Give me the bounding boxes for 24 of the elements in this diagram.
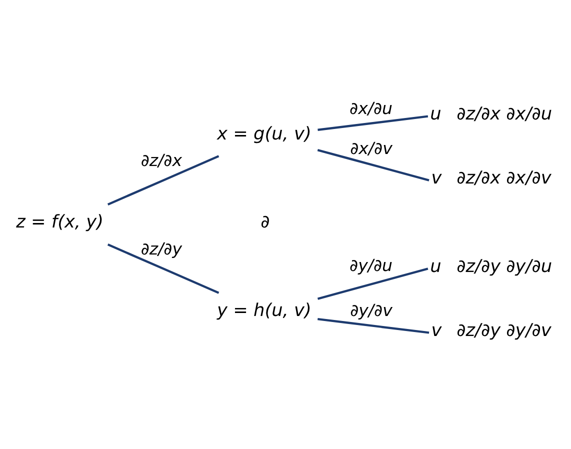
connector — [318, 318, 430, 334]
connector — [317, 268, 428, 300]
node-text: z = f(x, y) — [16, 212, 104, 233]
edge-label: ∂x/∂v — [350, 138, 392, 158]
edge-label: ∂y/∂v — [350, 301, 392, 320]
node-label: ∂z/∂y ∂y/∂u — [456, 256, 552, 277]
node-text: y = h(u, v) — [217, 300, 312, 321]
edge-label: ∂z/∂y — [140, 239, 182, 258]
node-label: ∂z/∂x ∂x/∂v — [456, 168, 552, 188]
node-label: ∂z/∂y ∂y/∂v — [456, 320, 552, 341]
label: ∂ — [260, 212, 270, 233]
node-label: ∂z/∂x ∂x/∂u — [456, 104, 552, 124]
connector — [107, 155, 220, 206]
edge-label: ∂x/∂u — [350, 99, 393, 118]
edge-label: ∂z/∂x — [140, 150, 182, 170]
connector — [317, 148, 430, 182]
node-text: u — [430, 256, 442, 277]
node-text: v — [431, 320, 442, 341]
node-text: x = g(u, v) — [217, 124, 312, 144]
connector — [107, 244, 220, 294]
node-text: v — [431, 168, 442, 188]
node-text: u — [430, 104, 442, 124]
connector — [318, 115, 428, 131]
edge-label: ∂y/∂u — [350, 256, 393, 275]
